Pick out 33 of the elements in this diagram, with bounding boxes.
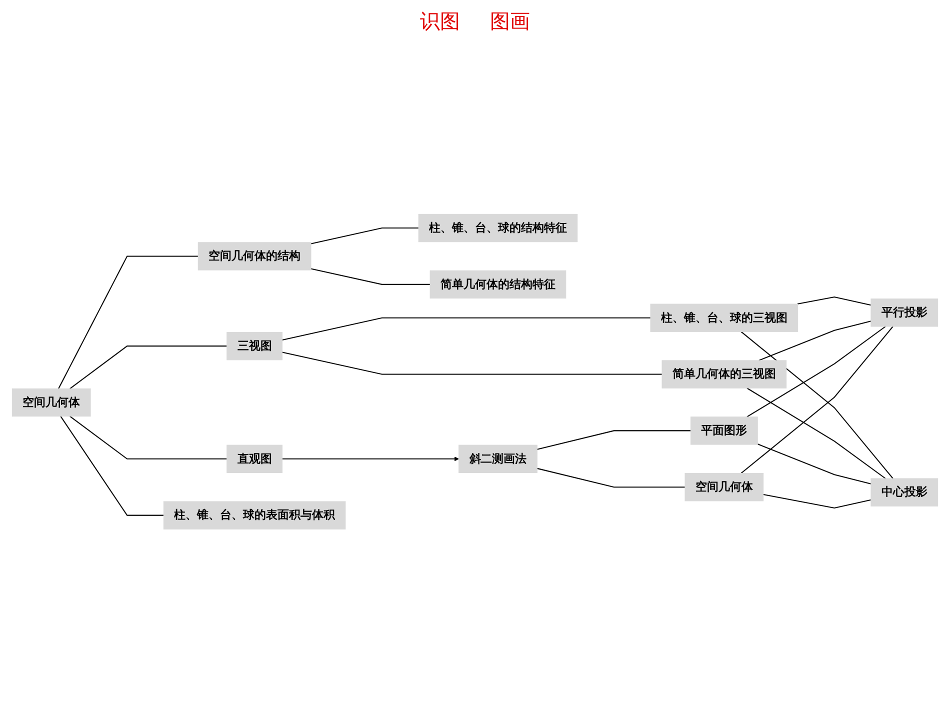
node-box: 简单几何体的三视图 — [662, 360, 787, 388]
node-box: 直观图 — [226, 444, 282, 473]
node-box: 空间几何体 — [684, 472, 764, 502]
node-box: 柱、锥、台、球的结构特征 — [418, 214, 578, 242]
node-box: 平行投影 — [870, 298, 938, 327]
node-box: 空间几何体的结构 — [198, 242, 312, 270]
connector — [537, 430, 691, 450]
node-box: 三视图 — [226, 332, 282, 360]
connector — [60, 416, 164, 516]
connector — [797, 296, 872, 306]
node-box: 柱、锥、台、球的三视图 — [650, 304, 798, 332]
annotation-text: 图画 — [490, 8, 530, 35]
node-box: 中心投影 — [870, 478, 938, 506]
connector — [282, 317, 651, 340]
connector — [757, 443, 872, 484]
connector — [746, 388, 886, 479]
connector — [310, 268, 430, 285]
node-box: 空间几何体 — [12, 388, 91, 416]
annotation-text: 识图 — [420, 8, 460, 35]
connector — [763, 494, 872, 508]
connector — [70, 345, 227, 389]
arrow — [282, 456, 460, 462]
node-box: 斜二测画法 — [458, 444, 538, 473]
connector — [537, 468, 685, 488]
connector — [282, 352, 662, 375]
connector — [310, 227, 419, 244]
connector — [58, 256, 198, 389]
connector — [758, 320, 872, 361]
node-box: 简单几何体的结构特征 — [430, 270, 566, 298]
node-box: 柱、锥、台、球的表面积与体积 — [163, 501, 346, 530]
connector — [70, 416, 227, 460]
node-box: 平面图形 — [690, 416, 758, 445]
connector — [746, 326, 886, 418]
